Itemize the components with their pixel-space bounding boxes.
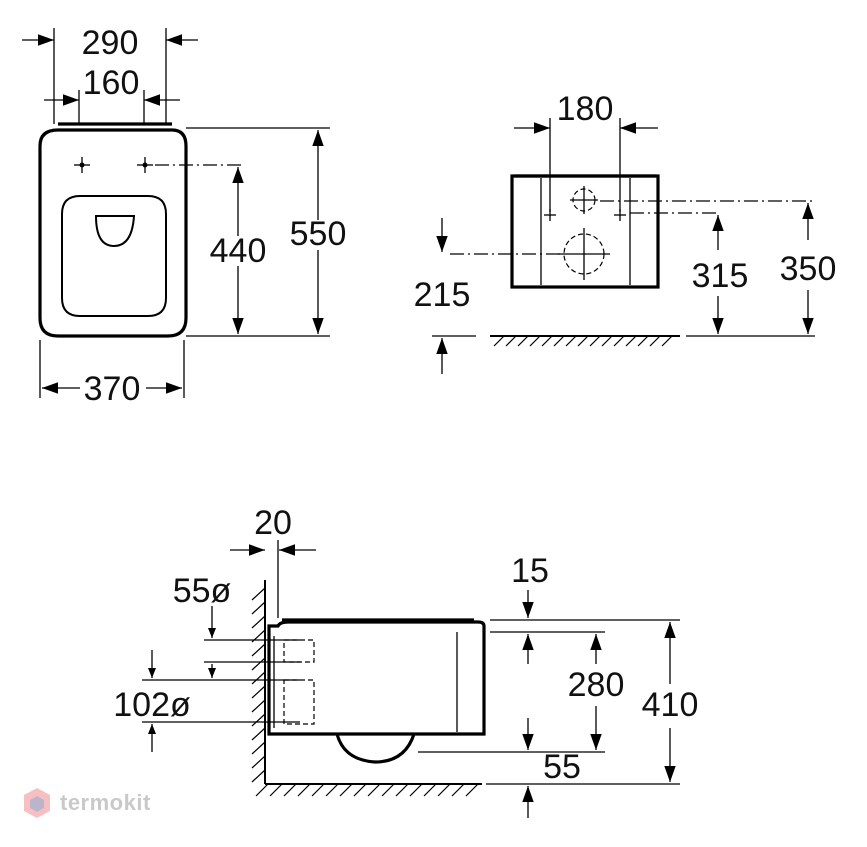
dim-width-inner: 160 [83, 64, 140, 102]
dim-pipe-large: 102ø [113, 686, 191, 724]
top-view: 290 160 550 440 370 [22, 24, 346, 408]
dim-height-low: 215 [414, 276, 471, 314]
dim-depth-mount: 440 [210, 232, 267, 270]
dim-width-bowl: 370 [84, 370, 141, 408]
fixing-point-right [137, 157, 153, 173]
dim-total-height: 410 [642, 686, 699, 724]
dim-depth-total: 550 [290, 215, 347, 253]
watermark: termokit [22, 783, 151, 823]
floor-hatch-rear [493, 335, 673, 347]
hexagon-logo-icon [24, 788, 50, 818]
fixing-point-left [74, 157, 90, 173]
watermark-text: termokit [60, 790, 151, 815]
side-view: 20 55ø 102ø 15 280 55 410 [113, 504, 698, 818]
dim-bottom-offset: 55 [543, 748, 581, 786]
floor-hatch-side [255, 783, 479, 797]
rear-view: 180 215 [414, 90, 837, 374]
dim-top-offset: 15 [511, 552, 549, 590]
dim-pipe-small: 55ø [173, 572, 232, 610]
dim-width-outer: 290 [82, 24, 139, 62]
dim-spacing: 180 [557, 90, 614, 128]
dim-wall-gap: 20 [254, 504, 292, 542]
wall-hatch [251, 587, 266, 783]
dim-inner-height: 280 [568, 666, 625, 704]
dim-height-high: 350 [780, 250, 837, 288]
dim-height-mid: 315 [692, 257, 749, 295]
